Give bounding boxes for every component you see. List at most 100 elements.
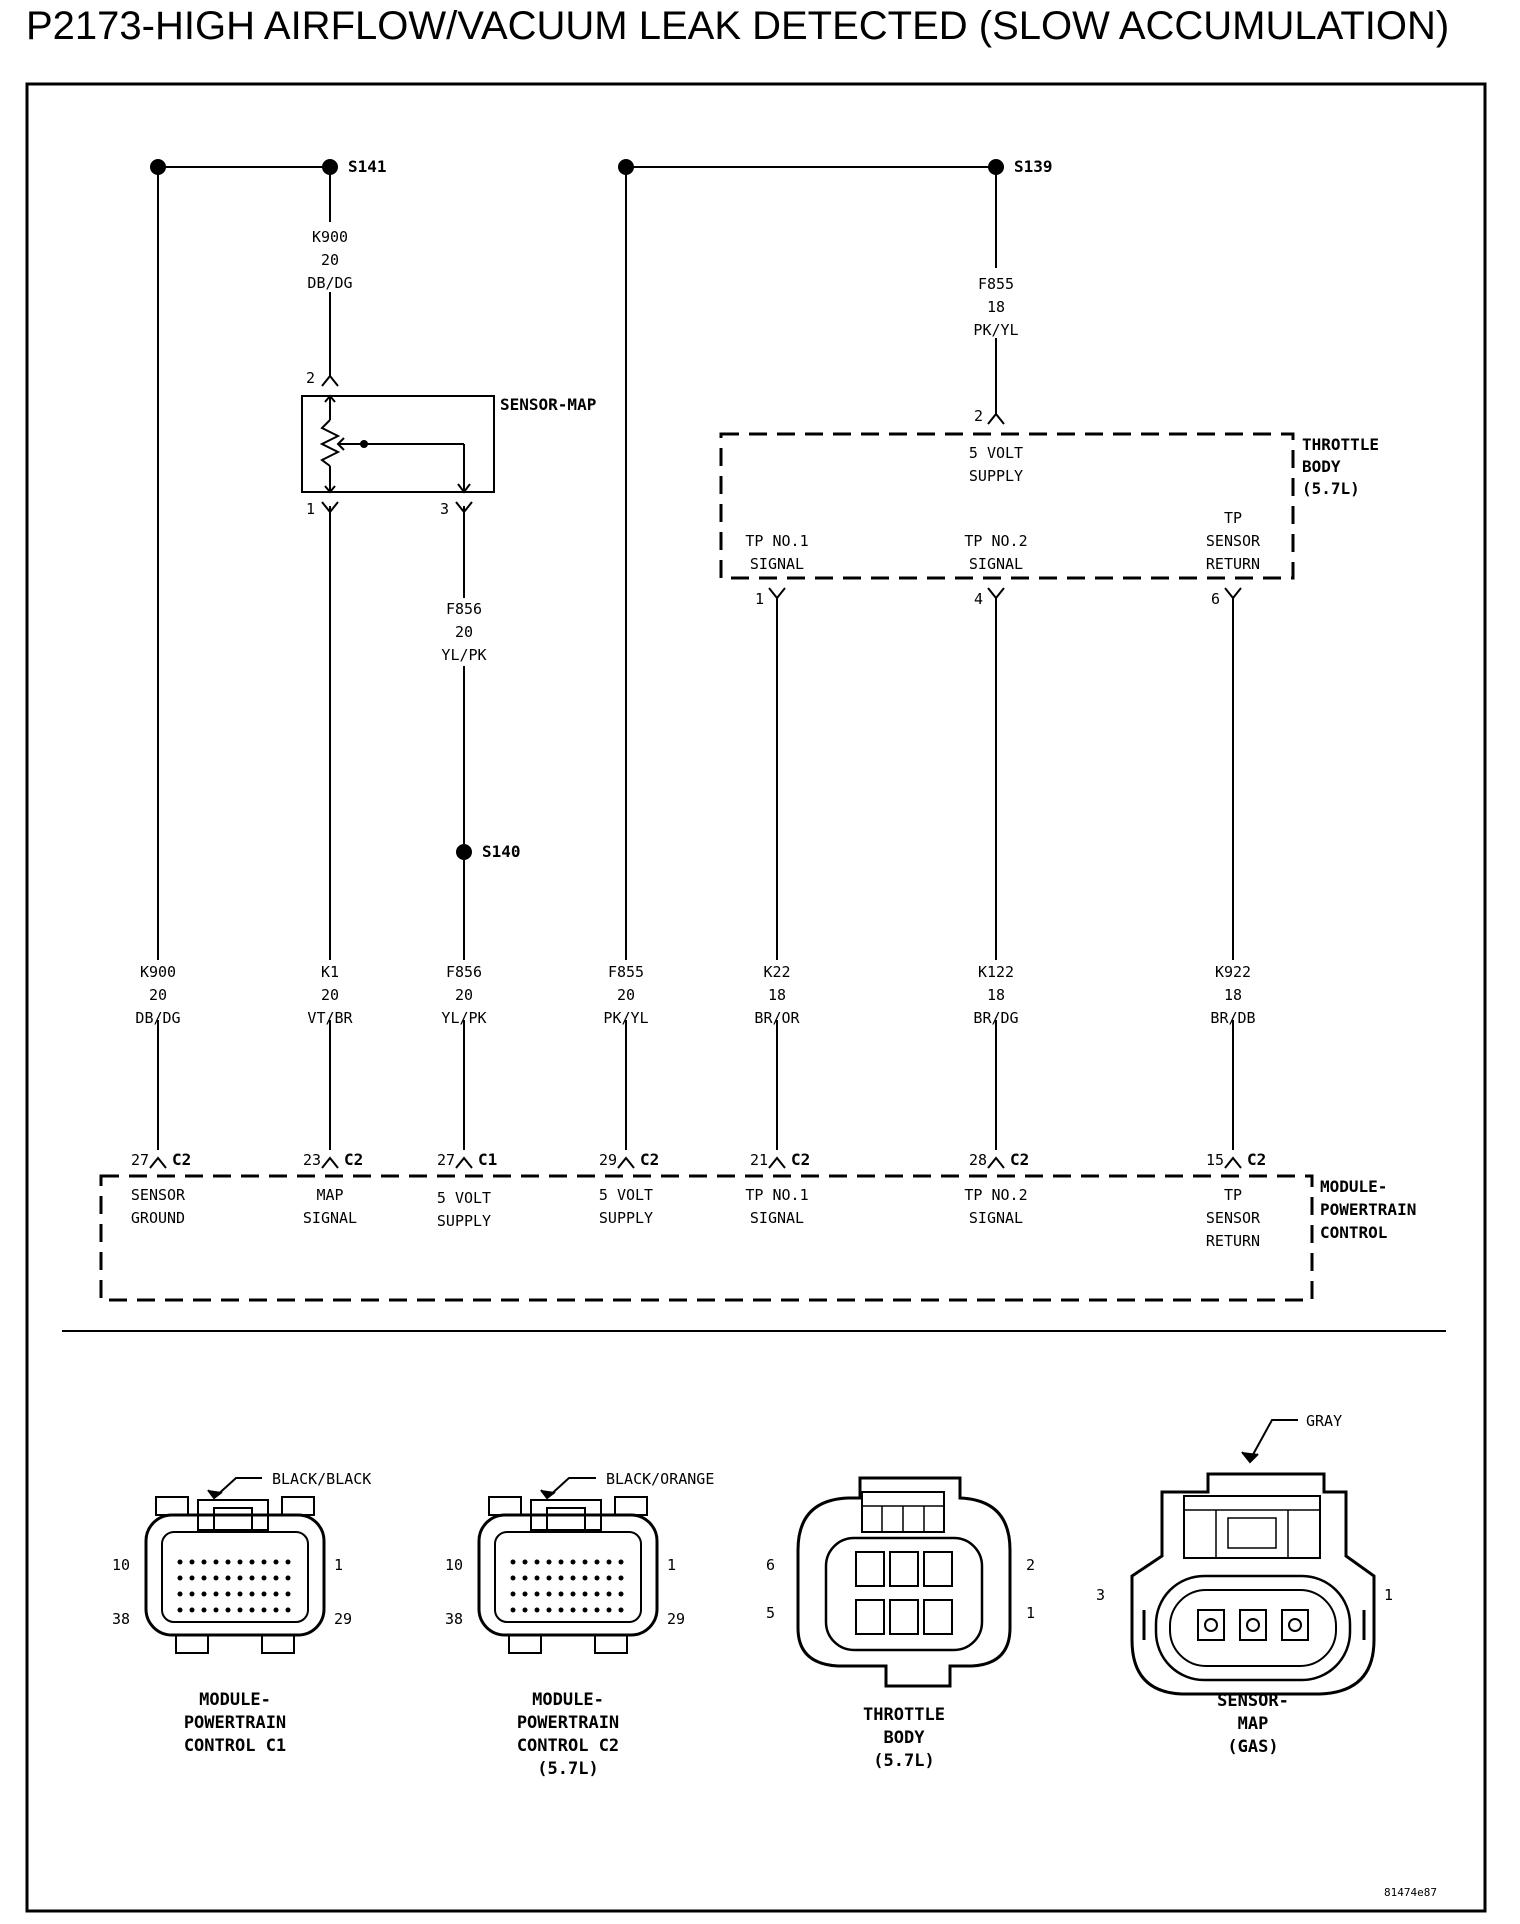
c2-pin-tl: 10 [445, 1556, 463, 1574]
c2-pin-row-1 [510, 1559, 624, 1565]
svg-text:29: 29 [599, 1151, 617, 1169]
svg-text:18: 18 [987, 986, 1005, 1004]
c2-pin-row-4 [510, 1607, 624, 1613]
c1-name-2: POWERTRAIN [184, 1713, 286, 1733]
sensor-map-pin-1: 1 [306, 500, 315, 518]
pcm-func-4b: SIGNAL [750, 1209, 804, 1227]
pcm-func-5: TP NO.2 [964, 1186, 1027, 1204]
tb-pin-br: 1 [1026, 1604, 1035, 1622]
pcm-func-0: SENSOR [131, 1186, 186, 1204]
pcm-pin-3: 29 C2 [599, 1150, 659, 1169]
map-name: SENSOR- [1217, 1691, 1289, 1711]
svg-text:28: 28 [969, 1151, 987, 1169]
c1-pin-row-3 [177, 1591, 291, 1597]
pcm-module: MODULE- POWERTRAIN CONTROL 27 C2 23 C2 2… [99, 1150, 1416, 1302]
svg-text:27: 27 [437, 1151, 455, 1169]
splice-s139-group: S139 [618, 157, 1053, 176]
connector-throttle-face: 6 2 5 1 THROTTLE BODY (5.7L) [766, 1476, 1035, 1771]
throttle-pin-6: 6 [1211, 590, 1220, 608]
c1-color-label: BLACK/BLACK [272, 1470, 371, 1488]
wire-label-k1: K1 20 VT/BR [307, 963, 353, 1027]
svg-text:PK/YL: PK/YL [603, 1009, 648, 1027]
sensor-map-pin-2: 2 [306, 369, 315, 387]
svg-text:F856: F856 [446, 600, 482, 618]
pcm-name-3: CONTROL [1320, 1223, 1387, 1242]
c2-pin-bl: 38 [445, 1610, 463, 1628]
svg-text:K922: K922 [1215, 963, 1251, 981]
pcm-func-5b: SIGNAL [969, 1209, 1023, 1227]
svg-text:K1: K1 [321, 963, 339, 981]
tb-name-2: BODY [884, 1728, 926, 1748]
pcm-pin-0: 27 C2 [131, 1150, 191, 1169]
wire-label-f855-top: F855 18 PK/YL [973, 275, 1018, 339]
c2-pin-tr: 1 [667, 1556, 676, 1574]
svg-text:F855: F855 [978, 275, 1014, 293]
wire-label-k22: K22 18 BR/OR [754, 963, 800, 1027]
map-name-3: (GAS) [1227, 1737, 1278, 1757]
svg-text:K900: K900 [312, 228, 348, 246]
sensor-map: SENSOR-MAP 2 1 3 [301, 369, 596, 518]
wire-label-k122: K122 18 BR/DG [973, 963, 1018, 1027]
throttle-body-name-3: (5.7L) [1302, 479, 1360, 498]
svg-text:C2: C2 [1247, 1150, 1266, 1169]
svg-text:C2: C2 [791, 1150, 810, 1169]
c2-pin-row-3 [510, 1591, 624, 1597]
diagram-frame [25, 82, 1487, 1913]
throttle-ret-label: TP [1224, 509, 1242, 527]
svg-text:PK/YL: PK/YL [973, 321, 1018, 339]
throttle-pin-4: 4 [974, 590, 983, 608]
c1-pin-tr: 1 [334, 1556, 343, 1574]
throttle-ret-label-2: SENSOR [1206, 532, 1261, 550]
svg-text:K22: K22 [763, 963, 790, 981]
c2-name-4: (5.7L) [537, 1759, 598, 1779]
pcm-func-2b: SUPPLY [437, 1212, 491, 1230]
throttle-tp2-label-2: SIGNAL [969, 555, 1023, 573]
tb-pin-tr: 2 [1026, 1556, 1035, 1574]
svg-text:DB/DG: DB/DG [135, 1009, 180, 1027]
throttle-body-pin-2: 2 [974, 407, 983, 425]
c1-pin-bl: 38 [112, 1610, 130, 1628]
map-color-label: GRAY [1306, 1412, 1342, 1430]
throttle-body-name: THROTTLE [1302, 435, 1379, 454]
svg-text:21: 21 [750, 1151, 768, 1169]
pcm-func-4: TP NO.1 [745, 1186, 808, 1204]
pcm-func-6b: SENSOR [1206, 1209, 1261, 1227]
pcm-name: MODULE- [1320, 1177, 1387, 1196]
pcm-pin-4: 21 C2 [750, 1150, 810, 1169]
splice-dot-s140 [456, 844, 472, 860]
splice-label-s141: S141 [348, 157, 387, 176]
throttle-body-name-2: BODY [1302, 457, 1341, 476]
svg-text:C2: C2 [640, 1150, 659, 1169]
map-name-2: MAP [1238, 1714, 1269, 1734]
throttle-tp1-label: TP NO.1 [745, 532, 808, 550]
tb-pin-bl: 5 [766, 1604, 775, 1622]
svg-text:20: 20 [617, 986, 635, 1004]
svg-text:BR/OR: BR/OR [754, 1009, 800, 1027]
c2-pin-br: 29 [667, 1610, 685, 1628]
sensor-map-pin-3: 3 [440, 500, 449, 518]
svg-text:YL/PK: YL/PK [441, 646, 486, 664]
svg-text:C2: C2 [172, 1150, 191, 1169]
svg-text:18: 18 [768, 986, 786, 1004]
connector-c2-face: BLACK/ORANGE 10 1 38 29 MODULE- POWERTRA… [445, 1470, 714, 1779]
svg-text:C2: C2 [344, 1150, 363, 1169]
svg-text:F855: F855 [608, 963, 644, 981]
c2-name: MODULE- [532, 1690, 604, 1710]
pcm-func-6c: RETURN [1206, 1232, 1260, 1250]
throttle-ret-label-3: RETURN [1206, 555, 1260, 573]
svg-text:20: 20 [455, 986, 473, 1004]
sensor-map-label: SENSOR-MAP [500, 395, 596, 414]
svg-text:18: 18 [1224, 986, 1242, 1004]
throttle-supply-label: 5 VOLT [969, 444, 1023, 462]
svg-text:20: 20 [455, 623, 473, 641]
connector-c1-face: BLACK/BLACK 10 1 38 29 MODULE- POWERTRAI… [112, 1470, 371, 1756]
svg-text:C2: C2 [1010, 1150, 1029, 1169]
c2-color-label: BLACK/ORANGE [606, 1470, 714, 1488]
svg-text:BR/DG: BR/DG [973, 1009, 1018, 1027]
c1-pin-row-2 [177, 1575, 291, 1581]
c1-pin-row-4 [177, 1607, 291, 1613]
pcm-name-2: POWERTRAIN [1320, 1200, 1416, 1219]
wire-label-k922: K922 18 BR/DB [1210, 963, 1255, 1027]
splice-s141-group: S141 [150, 157, 387, 176]
svg-text:BR/DB: BR/DB [1210, 1009, 1255, 1027]
